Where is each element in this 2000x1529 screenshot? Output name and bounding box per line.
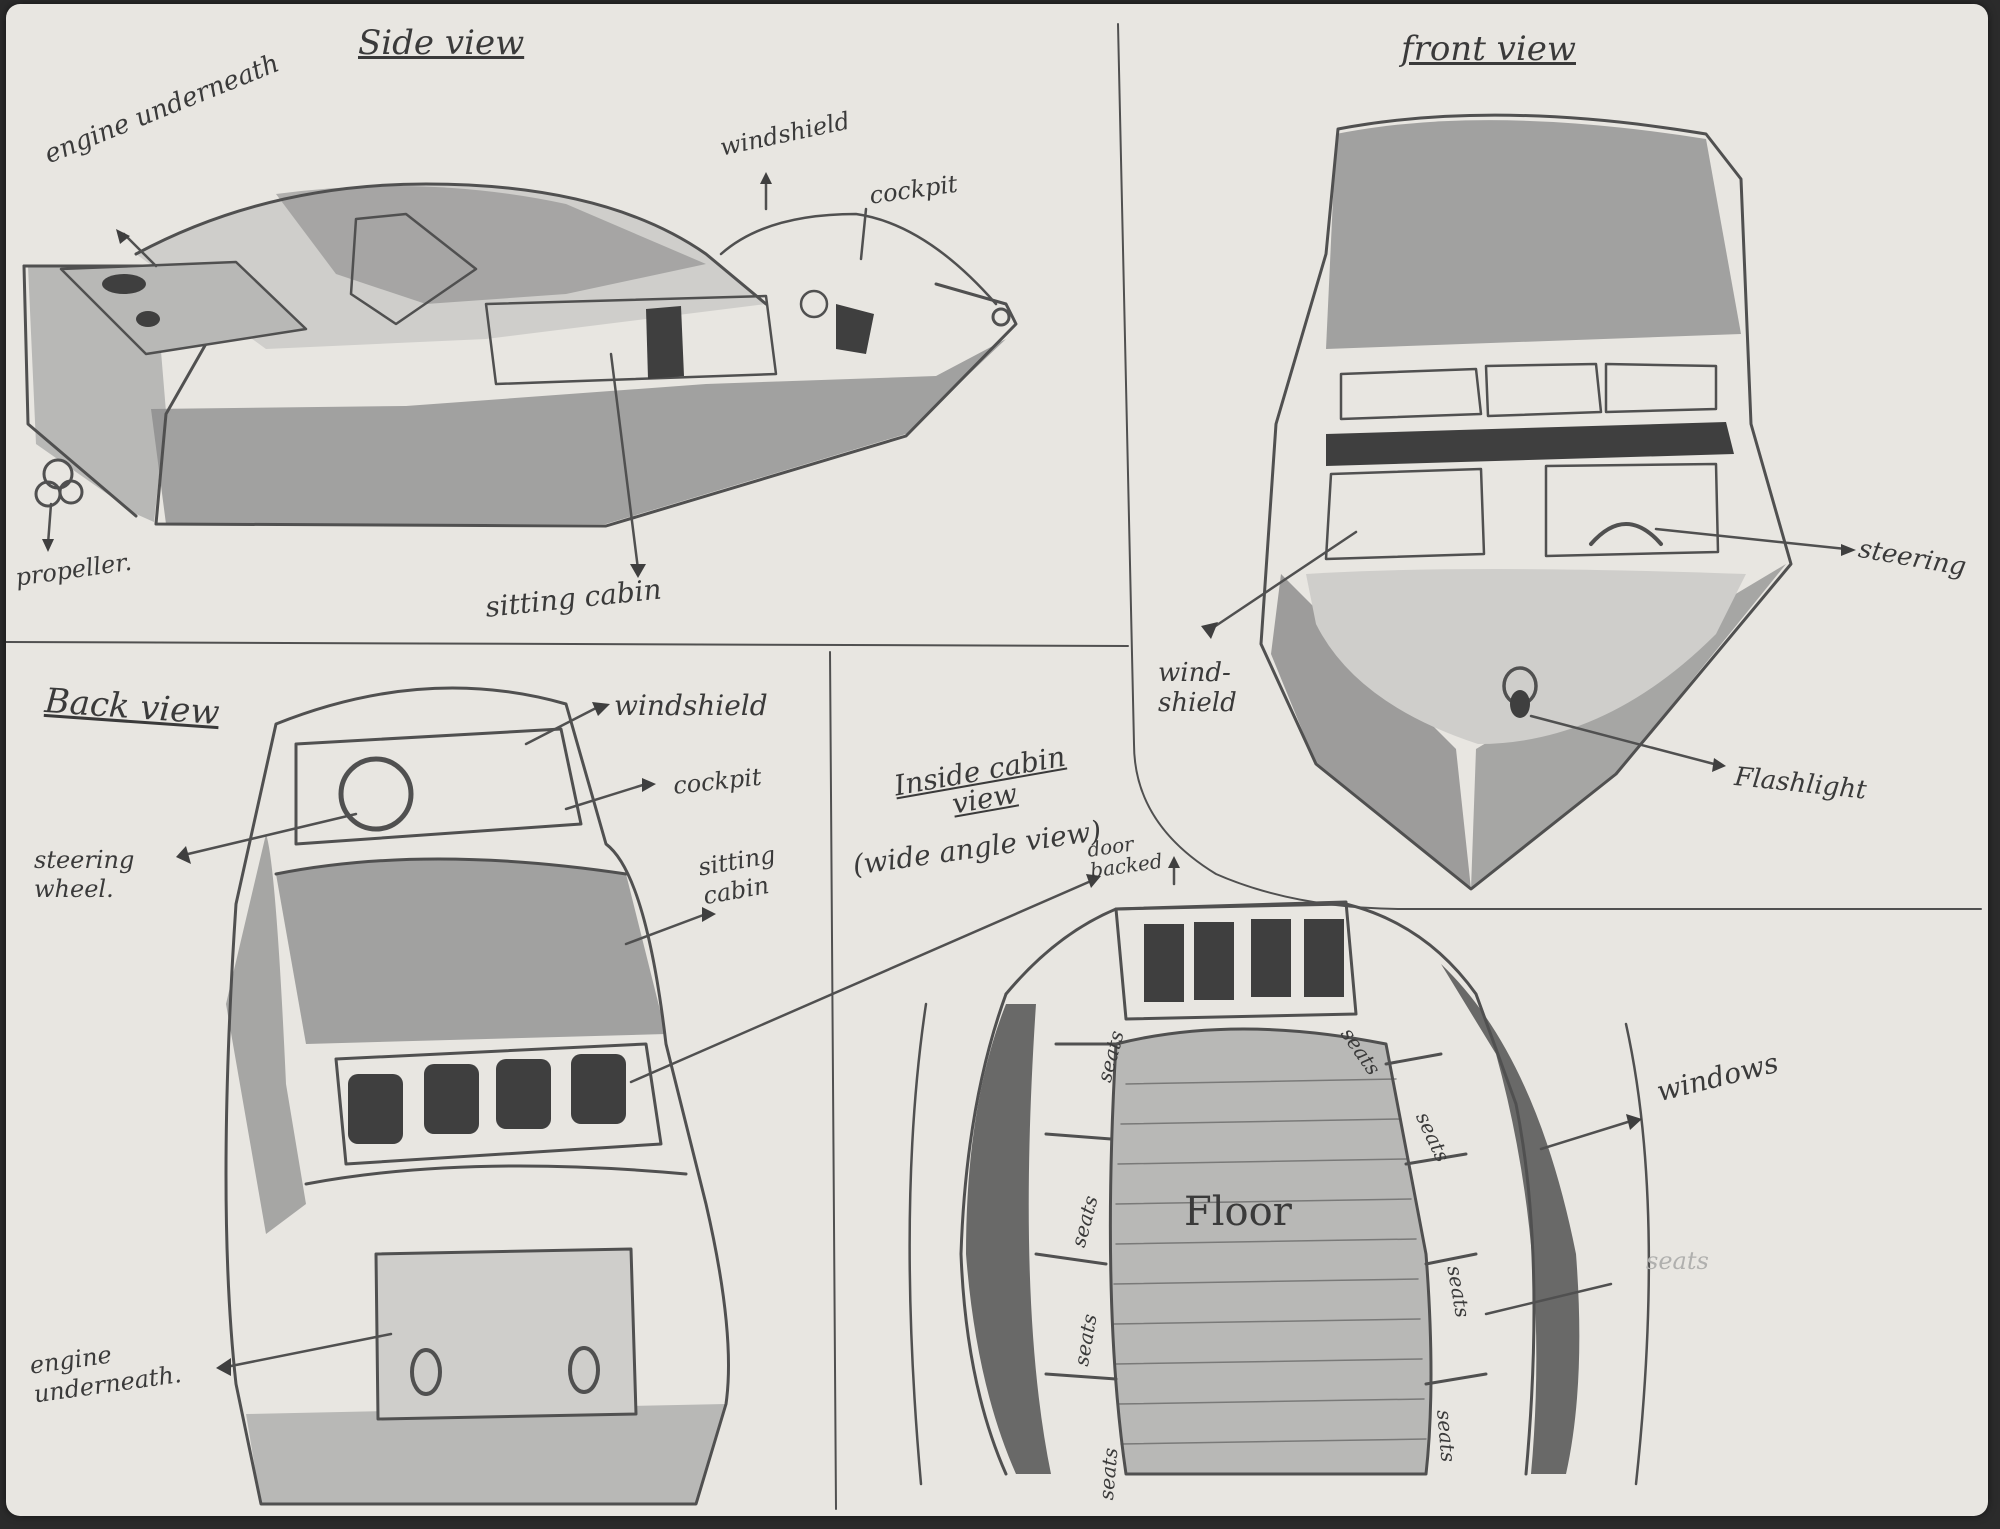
side-view-boat — [24, 172, 1016, 578]
inside-view-seats-label: seats — [1434, 1409, 1458, 1463]
inside-view-seats-outer-label: seats — [1646, 1249, 1709, 1273]
front-view-title: front view — [1401, 32, 1576, 66]
back-view-windshield-label: windshield — [614, 692, 768, 720]
back-view-windows — [348, 1054, 626, 1144]
inside-cabin-view — [910, 856, 1649, 1484]
inside-view-floor-label: Floor — [1184, 1192, 1292, 1232]
sketchbook-page: Side view engine underneath windshield c… — [6, 4, 1988, 1516]
back-view-steering-wheel-label: steering wheel. — [34, 846, 154, 904]
door-panels — [1144, 919, 1344, 1002]
side-view-title: Side view — [358, 26, 524, 60]
inside-view-seats-label: seats — [1096, 1447, 1120, 1501]
front-view-windshield-label: wind- shield — [1158, 659, 1237, 719]
